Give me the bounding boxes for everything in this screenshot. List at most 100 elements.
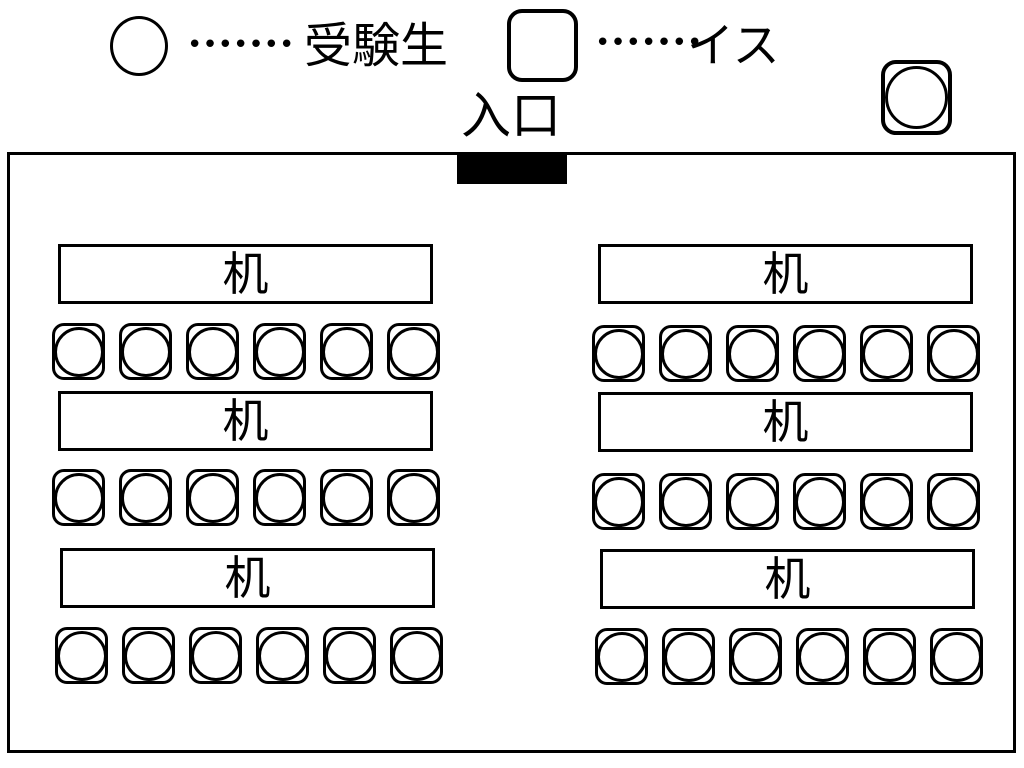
desk-label: 机 bbox=[222, 394, 269, 448]
examinee-circle bbox=[797, 631, 848, 682]
desk: 机 bbox=[600, 549, 975, 609]
chair bbox=[119, 469, 172, 526]
chair bbox=[186, 469, 239, 526]
chair bbox=[662, 628, 715, 685]
examinee-circle bbox=[120, 326, 171, 377]
examinee-circle bbox=[593, 476, 644, 527]
chair bbox=[927, 325, 980, 382]
chair bbox=[595, 628, 648, 685]
examinee-circle bbox=[53, 472, 104, 523]
proctor-chair bbox=[881, 60, 952, 135]
examinee-circle bbox=[864, 631, 915, 682]
examinee-circle bbox=[123, 630, 174, 681]
chair bbox=[119, 323, 172, 380]
chair bbox=[592, 473, 645, 530]
chair-legend-label: イス bbox=[687, 19, 780, 74]
examinee-symbol-circle bbox=[110, 16, 168, 76]
chair bbox=[726, 473, 779, 530]
examinee-circle bbox=[931, 631, 982, 682]
chair bbox=[793, 325, 846, 382]
chair bbox=[122, 627, 175, 684]
chair bbox=[387, 469, 440, 526]
chair bbox=[55, 627, 108, 684]
chair bbox=[860, 325, 913, 382]
chair bbox=[52, 469, 105, 526]
examinee-circle bbox=[391, 630, 442, 681]
chair bbox=[323, 627, 376, 684]
examinee-circle bbox=[321, 472, 372, 523]
chair-row bbox=[55, 627, 443, 684]
examinee-legend-label: 受験生 bbox=[304, 18, 449, 74]
chair bbox=[930, 628, 983, 685]
examinee-circle bbox=[190, 630, 241, 681]
examinee-circle bbox=[388, 326, 439, 377]
examinee-circle bbox=[321, 326, 372, 377]
examinee-circle bbox=[660, 328, 711, 379]
chair bbox=[726, 325, 779, 382]
examinee-circle bbox=[596, 631, 647, 682]
desk-label: 机 bbox=[764, 552, 811, 606]
examinee-circle bbox=[928, 476, 979, 527]
examinee-circle bbox=[254, 472, 305, 523]
chair bbox=[860, 473, 913, 530]
dotted-connector: ••••••• bbox=[187, 30, 295, 60]
chair-row bbox=[592, 325, 980, 382]
examinee-circle bbox=[727, 328, 778, 379]
examinee-circle bbox=[885, 66, 948, 129]
examinee-circle bbox=[187, 326, 238, 377]
examinee-circle bbox=[794, 476, 845, 527]
exam-room-outline: 机 机 机 机 机 机 bbox=[7, 152, 1016, 753]
examinee-circle bbox=[660, 476, 711, 527]
desk-label: 机 bbox=[762, 247, 809, 301]
chair bbox=[793, 473, 846, 530]
examinee-circle bbox=[53, 326, 104, 377]
examinee-circle bbox=[120, 472, 171, 523]
entrance-door bbox=[457, 152, 567, 184]
examinee-circle bbox=[593, 328, 644, 379]
desk-label: 机 bbox=[222, 247, 269, 301]
examinee-circle bbox=[324, 630, 375, 681]
chair bbox=[659, 473, 712, 530]
desk: 机 bbox=[58, 244, 433, 304]
chair-row bbox=[52, 469, 440, 526]
chair bbox=[52, 323, 105, 380]
examinee-circle bbox=[928, 328, 979, 379]
chair bbox=[796, 628, 849, 685]
examinee-circle bbox=[663, 631, 714, 682]
chair bbox=[863, 628, 916, 685]
examinee-circle bbox=[254, 326, 305, 377]
examinee-circle bbox=[187, 472, 238, 523]
chair-symbol-square bbox=[507, 9, 578, 82]
examinee-circle bbox=[56, 630, 107, 681]
chair bbox=[927, 473, 980, 530]
dotted-connector: ••••••• bbox=[595, 28, 703, 58]
examinee-circle bbox=[861, 328, 912, 379]
examinee-circle bbox=[861, 476, 912, 527]
chair bbox=[390, 627, 443, 684]
chair bbox=[320, 469, 373, 526]
examinee-circle bbox=[794, 328, 845, 379]
desk-label: 机 bbox=[762, 395, 809, 449]
desk: 机 bbox=[598, 392, 973, 452]
examinee-circle bbox=[730, 631, 781, 682]
chair bbox=[592, 325, 645, 382]
desk-label: 机 bbox=[224, 551, 271, 605]
desk: 机 bbox=[598, 244, 973, 304]
chair bbox=[387, 323, 440, 380]
chair bbox=[659, 325, 712, 382]
chair-row bbox=[592, 473, 980, 530]
entrance-label: 入口 bbox=[461, 87, 561, 145]
chair bbox=[189, 627, 242, 684]
chair bbox=[186, 323, 239, 380]
desk: 机 bbox=[60, 548, 435, 608]
chair bbox=[256, 627, 309, 684]
chair-row bbox=[52, 323, 440, 380]
examinee-circle bbox=[727, 476, 778, 527]
chair-row bbox=[595, 628, 983, 685]
chair bbox=[320, 323, 373, 380]
desk: 机 bbox=[58, 391, 433, 451]
examinee-circle bbox=[257, 630, 308, 681]
examinee-circle bbox=[388, 472, 439, 523]
chair bbox=[253, 323, 306, 380]
chair bbox=[729, 628, 782, 685]
